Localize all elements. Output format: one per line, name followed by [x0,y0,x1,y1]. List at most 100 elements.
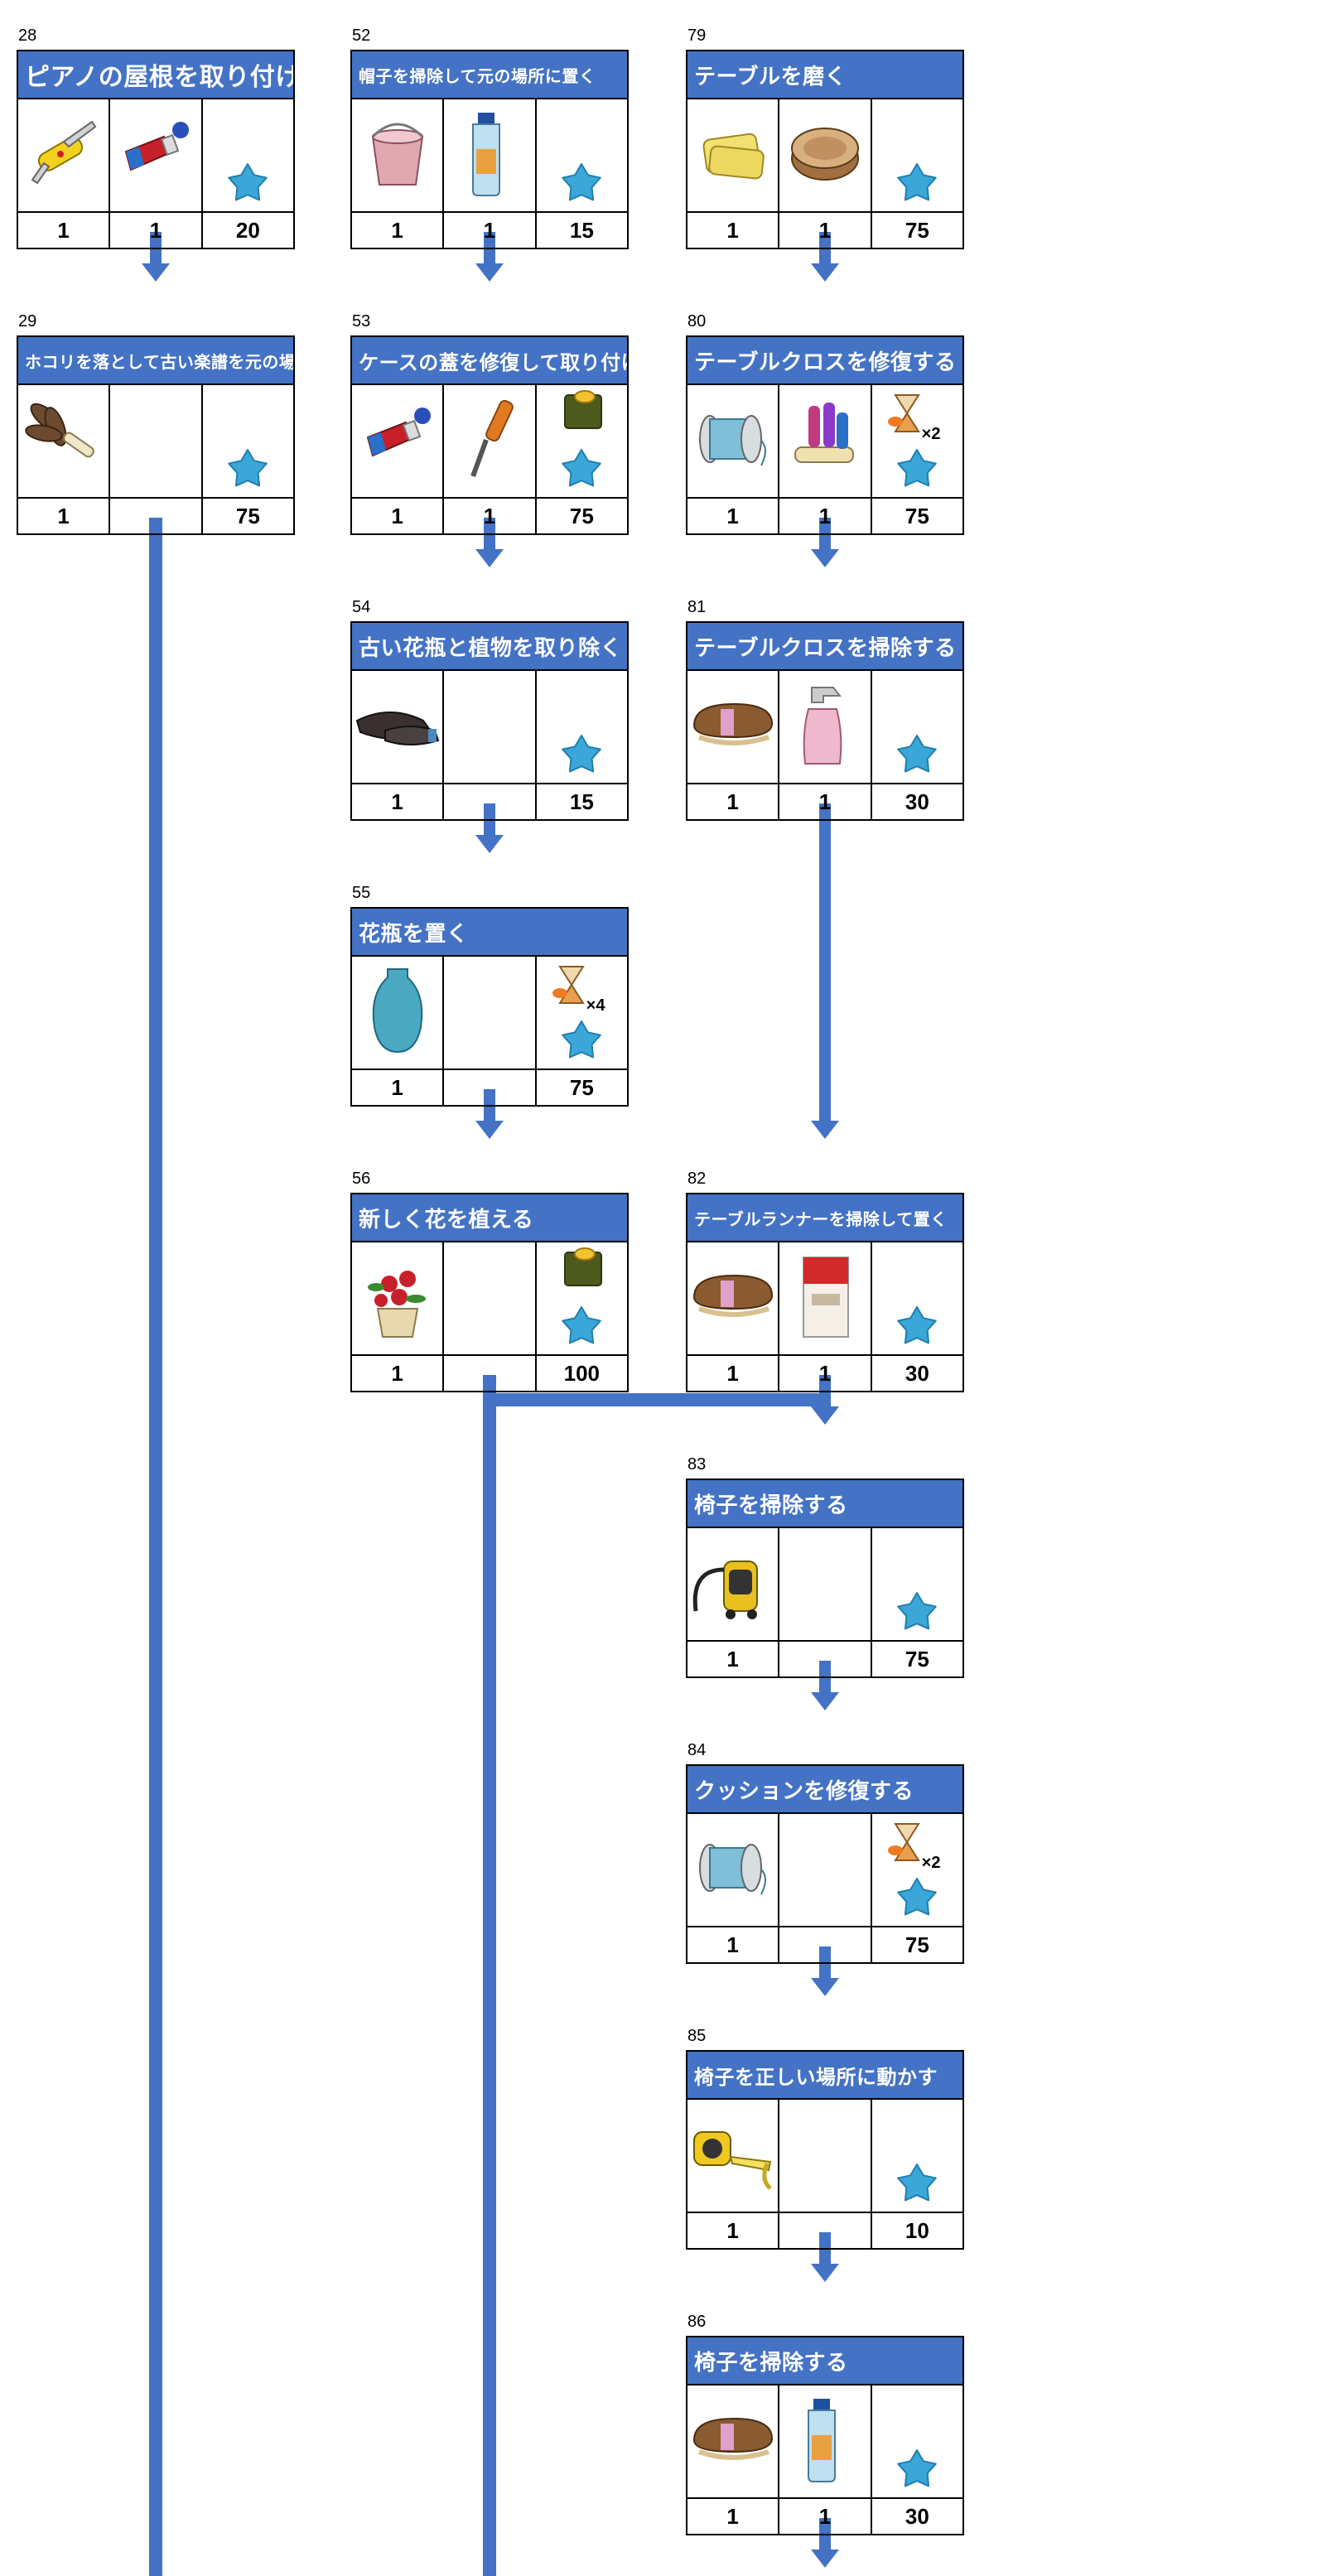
star-icon [872,2100,962,2212]
item-cell [778,98,872,213]
task-number: 82 [687,1170,707,1188]
brush-icon [687,2402,779,2481]
item-cell [870,2384,965,2499]
thread-spool-icon [692,1826,774,1913]
fabric-rolls-icon [784,398,866,485]
item-cell [350,669,445,784]
task-table: ×4 1 75 [350,955,630,1107]
task-title: ケースの蓋を修復して取り付ける [350,335,629,384]
count-cell: 30 [870,2497,965,2535]
item-cell [442,669,537,784]
item-cell [778,1241,872,1356]
task-card: 53ケースの蓋を修復して取り付ける1175 [350,312,630,535]
task-number: 79 [687,27,707,45]
count-cell: 100 [534,1354,630,1392]
arrow-head [811,2264,839,2282]
item-cell [350,1241,445,1356]
star-icon [537,671,626,783]
count-cell: 1 [350,1354,445,1392]
item-cell [685,1527,780,1642]
count-cell: 1 [685,783,780,821]
item-cell [442,98,537,213]
task-number: 52 [352,27,371,45]
multiplier-label: ×2 [921,1854,941,1872]
task-title: テーブルを磨く [686,50,964,98]
task-title: クッションを修復する [686,1764,964,1812]
task-table: 1 10 [685,2098,965,2250]
item-cell [109,98,203,213]
item-cell [350,384,445,499]
count-cell: 10 [870,2212,965,2250]
arrow-head [811,1692,839,1710]
count-cell: 20 [200,211,296,249]
coin-box-star-icon [537,385,626,497]
item-cell [778,1527,872,1642]
item-cell [685,2384,780,2499]
count-cell: 1 [778,497,872,535]
count-cell: 1 [685,211,780,249]
thread-spool-icon [692,398,774,485]
task-title: 椅子を掃除する [686,2336,964,2384]
arrow-head [475,549,504,567]
count-cell: 1 [350,1069,445,1107]
count-cell: 1 [778,1354,872,1392]
count-cell: 1 [350,783,445,821]
feather-duster-icon [22,393,105,489]
count-cell: 1 [16,497,111,535]
tape-measure-icon [687,2112,779,2199]
swiss-knife-icon [22,112,105,199]
arrow-head [475,835,504,853]
item-cell [534,669,630,784]
task-title: テーブルランナーを掃除して置く [686,1193,964,1241]
star-icon [872,671,962,783]
count-cell: 1 [350,497,445,535]
item-cell [685,669,780,784]
star-icon [872,1242,962,1354]
task-title: テーブルクロスを掃除する [686,621,964,669]
item-cell: ×4 [534,955,630,1070]
item-cell [685,98,780,213]
count-cell: 1 [442,211,537,249]
soap-box-icon [784,1251,866,1346]
star-icon [203,99,292,211]
task-table: 1 75 [685,1527,965,1678]
count-cell: 1 [685,1926,780,1964]
count-cell: 1 [778,783,872,821]
count-cell: 75 [534,497,630,535]
hourglass-star-icon [872,385,962,497]
item-cell [870,98,965,213]
count-cell: 75 [534,1069,630,1107]
item-cell [442,955,537,1070]
count-cell: 1 [685,2212,780,2250]
count-cell: 75 [870,1640,965,1678]
item-cell [109,384,203,499]
count-cell: 1 [685,1640,780,1678]
count-cell: 75 [200,497,296,535]
item-cell [200,384,296,499]
count-cell: 1 [685,1354,780,1392]
glue-tube-icon [114,112,197,199]
item-cell [685,1812,780,1927]
task-table: 1 75 [16,384,296,535]
arrow-head [811,1121,839,1139]
item-cell [778,2098,872,2213]
count-cell: 15 [534,211,630,249]
item-cell [778,1812,872,1927]
gloves-icon [352,687,443,766]
star-icon [872,99,962,211]
count-cell [778,2212,872,2250]
